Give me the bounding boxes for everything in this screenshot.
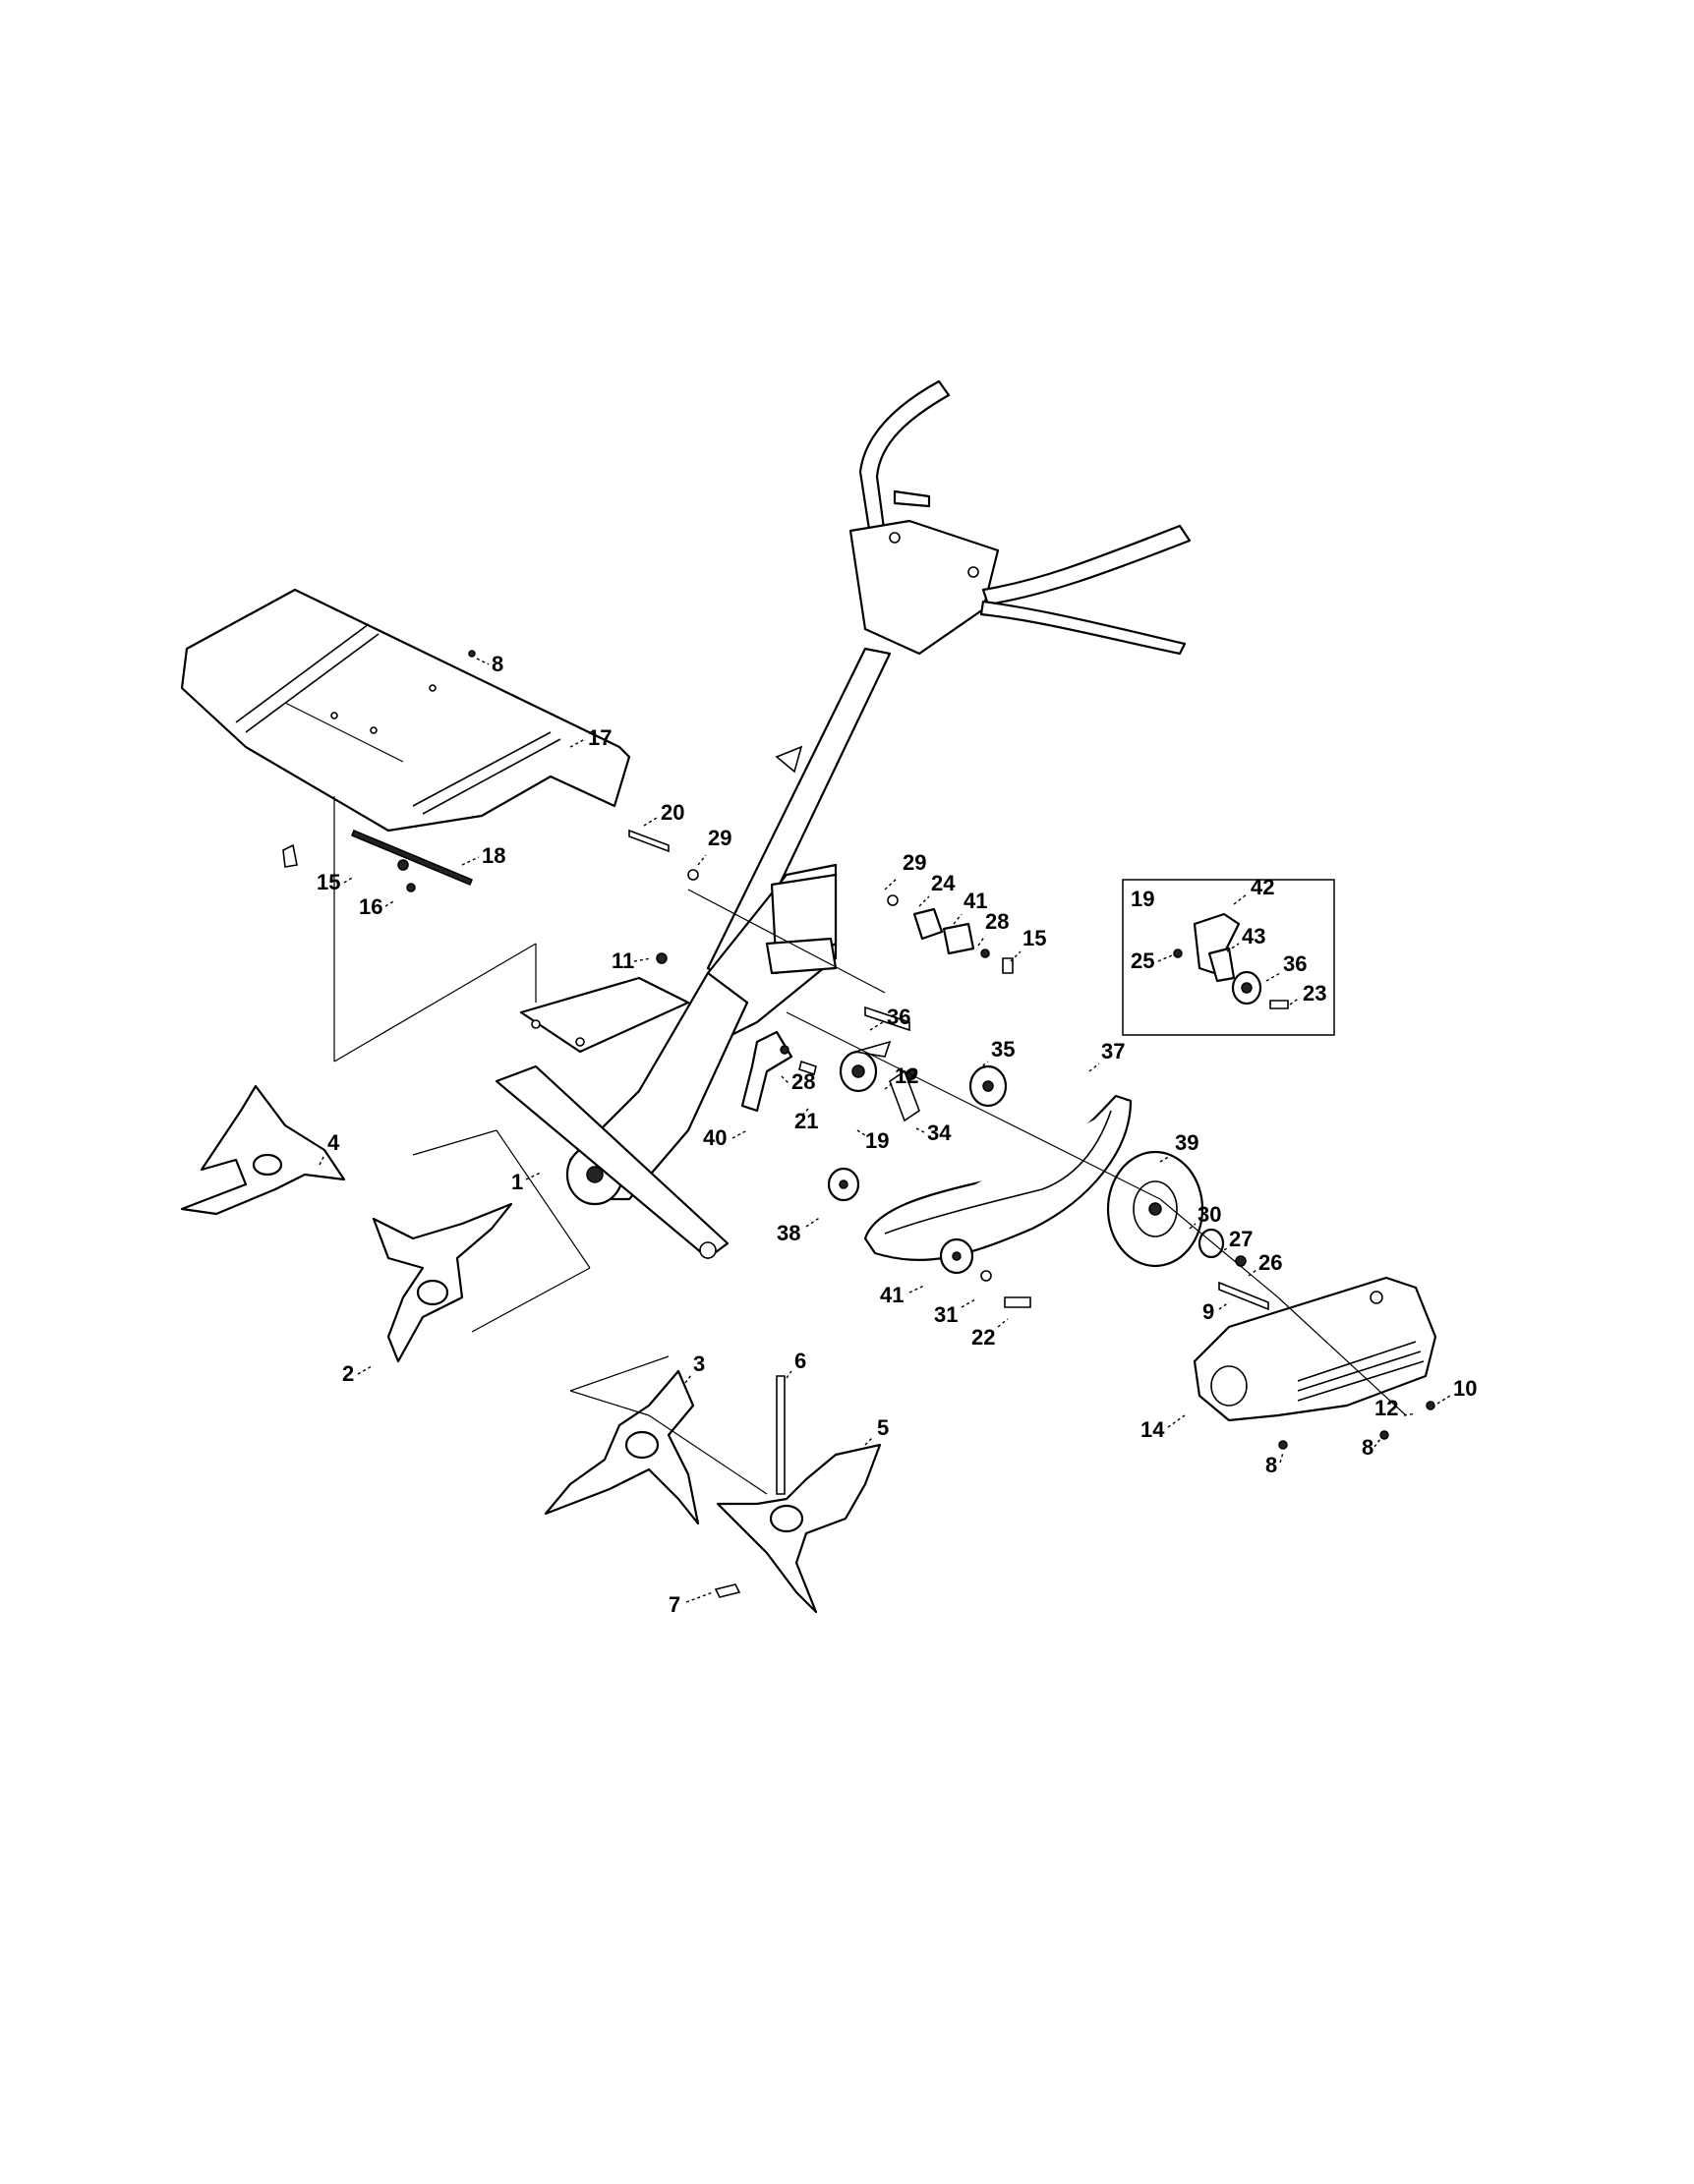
callout-13: 12 xyxy=(895,1063,918,1088)
inset-callout-25: 25 xyxy=(1131,948,1154,973)
callout-7: 7 xyxy=(669,1592,680,1617)
callout-29a: 29 xyxy=(708,826,731,850)
callout-21: 21 xyxy=(794,1109,818,1133)
callout-40: 40 xyxy=(703,1125,727,1150)
callout-5: 5 xyxy=(877,1415,889,1440)
callout-38: 38 xyxy=(777,1221,800,1245)
callout-34: 36 xyxy=(887,1005,910,1029)
callout-9: 9 xyxy=(1202,1299,1214,1324)
callout-4: 4 xyxy=(327,1130,340,1155)
callout-14: 14 xyxy=(1140,1417,1165,1442)
callout-19-main: 19 xyxy=(865,1128,889,1153)
callout-17: 17 xyxy=(588,725,612,750)
tine-5 xyxy=(716,1375,882,1614)
inset-callout-36: 36 xyxy=(1283,951,1307,976)
callout-28b: 28 xyxy=(791,1069,815,1094)
callout-16: 16 xyxy=(359,894,382,919)
callout-37: 39 xyxy=(1175,1130,1198,1155)
callout-2: 2 xyxy=(342,1361,354,1386)
callout-12: 12 xyxy=(1374,1396,1398,1420)
callout-8-cover-b: 8 xyxy=(1362,1435,1373,1460)
callout-30: 30 xyxy=(1197,1202,1221,1227)
callout-33: 35 xyxy=(991,1037,1015,1062)
tine-shaft xyxy=(495,1064,730,1260)
callout-41: 41 xyxy=(964,889,987,913)
tine-4 xyxy=(180,1084,346,1216)
callout-24: 24 xyxy=(931,871,956,895)
callout-39: 41 xyxy=(880,1283,904,1307)
callout-15b: 15 xyxy=(1022,926,1046,950)
inset-callout-23: 23 xyxy=(1303,981,1326,1006)
inset-title-19: 19 xyxy=(1131,887,1154,911)
callout-15a: 15 xyxy=(317,870,340,894)
inset-callout-43: 43 xyxy=(1242,924,1265,948)
callout-10: 10 xyxy=(1453,1376,1477,1401)
tine-3 xyxy=(544,1369,700,1525)
handle-assembly xyxy=(706,379,1192,985)
tine-shield xyxy=(180,588,631,886)
callout-6: 6 xyxy=(794,1349,806,1373)
callout-31: 31 xyxy=(934,1302,958,1327)
callout-labels: 8 17 20 29 18 15 16 11 29 24 41 28 15 36… xyxy=(317,652,1477,1617)
callout-18: 18 xyxy=(482,843,505,868)
callout-11: 11 xyxy=(612,948,634,973)
callout-35: 37 xyxy=(1101,1039,1125,1063)
callout-28a: 28 xyxy=(985,909,1009,934)
inset-callout-42: 42 xyxy=(1251,875,1274,899)
callout-29b: 29 xyxy=(903,850,926,875)
belt-drive xyxy=(827,1040,1225,1275)
inset-callouts: 19 42 43 25 36 23 xyxy=(1131,875,1326,1006)
callout-8-shield: 8 xyxy=(492,652,503,676)
callout-3: 3 xyxy=(693,1351,705,1376)
callout-22: 22 xyxy=(971,1325,995,1350)
callout-1: 1 xyxy=(511,1170,523,1194)
callout-32: 34 xyxy=(927,1121,952,1145)
callout-20: 20 xyxy=(661,800,684,825)
callout-26: 26 xyxy=(1258,1250,1282,1275)
inset-detail xyxy=(1122,879,1335,1036)
callout-8-cover-a: 8 xyxy=(1265,1453,1277,1477)
leader-lines xyxy=(333,796,1407,1495)
transmission-housing xyxy=(519,863,838,1206)
belt-cover xyxy=(1193,1276,1437,1450)
tine-2 xyxy=(372,1202,513,1363)
callout-27: 27 xyxy=(1229,1227,1253,1251)
hardware xyxy=(282,650,1269,1598)
